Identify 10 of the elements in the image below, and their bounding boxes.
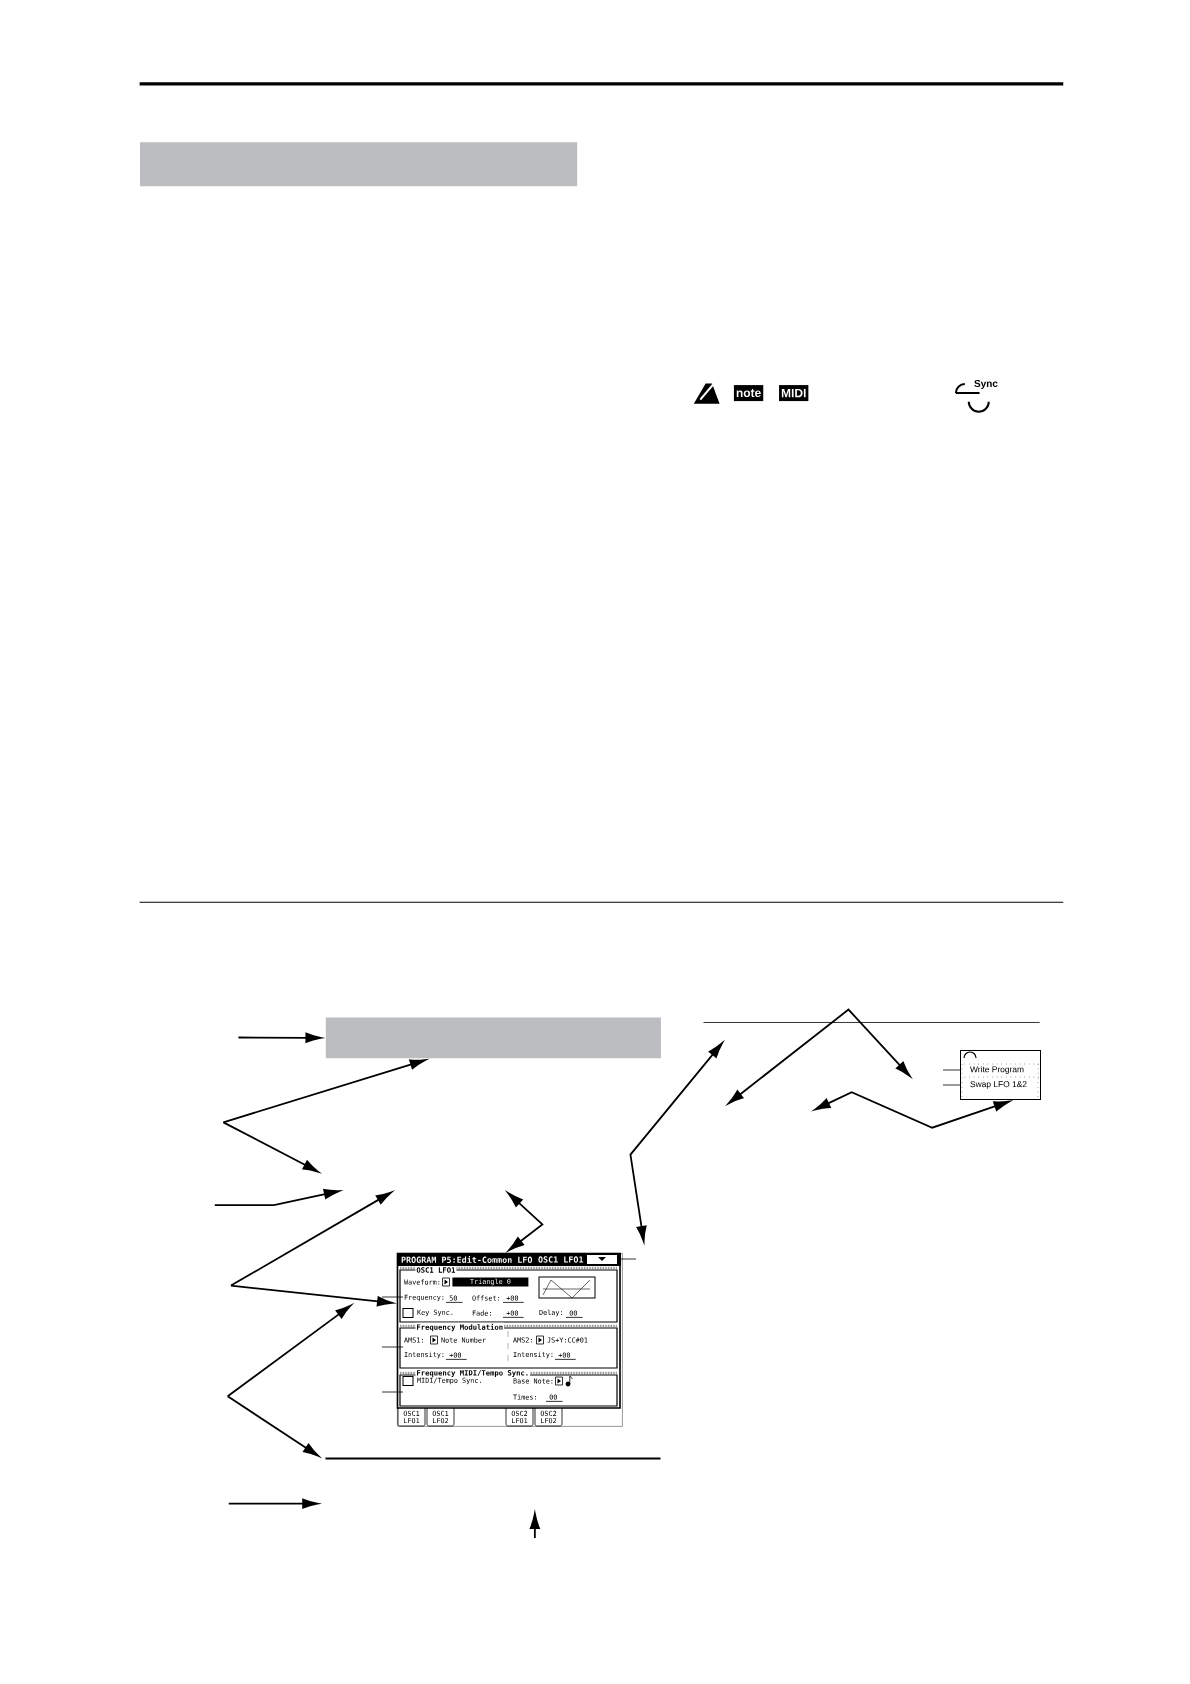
heading-band <box>140 142 578 187</box>
arrow <box>237 1032 322 1043</box>
heading-band <box>325 1017 661 1059</box>
midi-badge: MIDI <box>779 385 809 402</box>
menu-item: Swap LFO 1&2 <box>970 1081 1027 1089</box>
menu-item: Write Program <box>970 1066 1024 1074</box>
note-badge: note <box>733 385 764 402</box>
screen-title: PROGRAM P5:Edit-Common LFO <box>401 1256 533 1263</box>
arrow <box>507 1192 544 1251</box>
screen-title: OSC1 LFO1 <box>538 1256 584 1263</box>
